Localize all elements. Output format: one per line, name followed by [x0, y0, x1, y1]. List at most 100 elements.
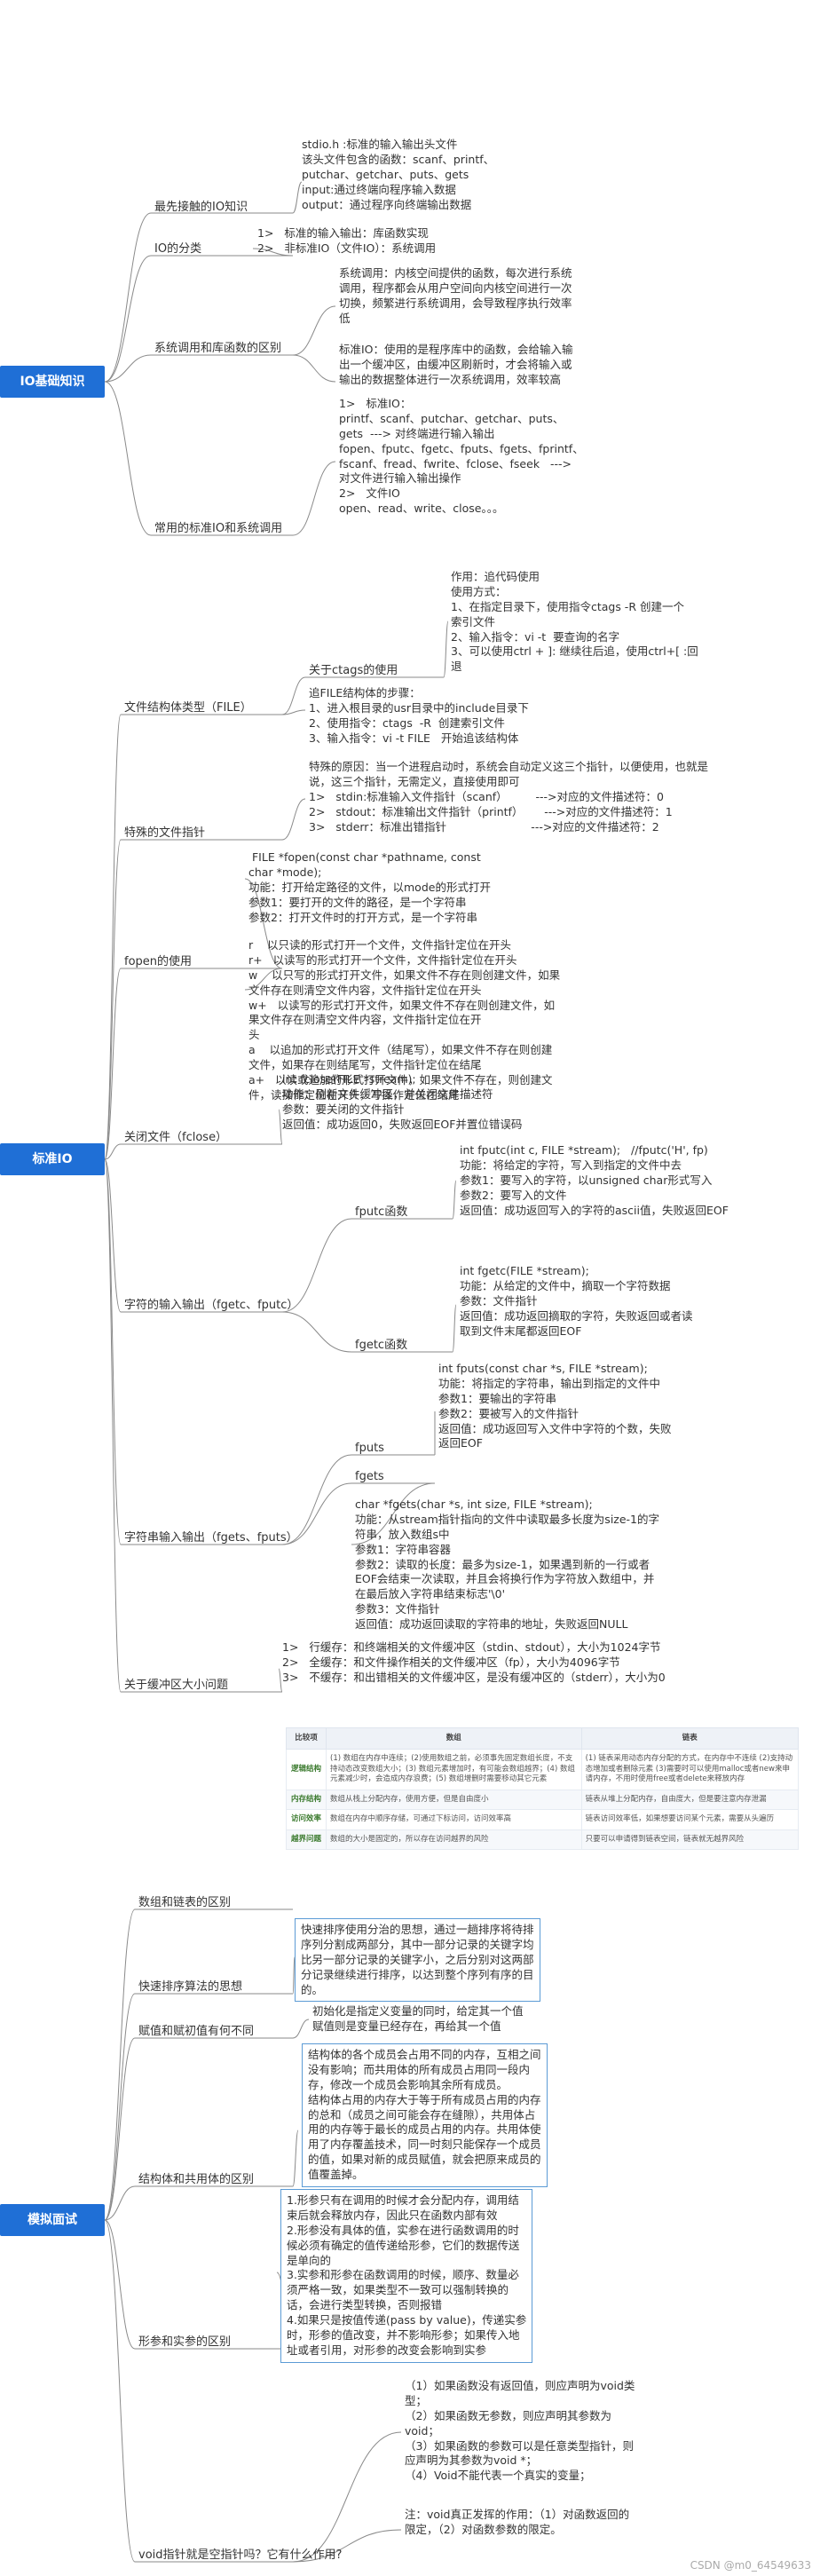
table-header: 比较项: [286, 1727, 327, 1750]
connector-line: [292, 1956, 296, 1995]
connector-line: [292, 354, 336, 383]
leaf-param-vs-arg: 1.形参只有在调用的时候才会分配内存，调用结 束后就会释放内存，因此只在函数内部…: [280, 2189, 533, 2363]
connector-line: [281, 676, 306, 715]
connector-line: [452, 1180, 457, 1220]
leaf-fclose: int fclose(FILE *stream); 功能：刷新文件缓冲区，并关闭…: [282, 1072, 523, 1131]
leaf-fputc: int fputc(int c, FILE *stream); //fputc(…: [460, 1143, 729, 1217]
connector-line: [278, 1668, 283, 1693]
connector-line: [452, 1304, 457, 1353]
branch-void-pointer[interactable]: void指针就是空指针吗？它有什么作用?: [138, 2548, 343, 2562]
connector-line: [281, 1311, 352, 1353]
leaf-fputs: int fputs(const char *s, FILE *stream); …: [438, 1362, 672, 1450]
branch-fgetc-fputc[interactable]: 字符的输入输出（fgetc、fputc）: [124, 1299, 299, 1312]
root-io-basics[interactable]: IO基础知识: [0, 366, 105, 398]
leaf-stdio: 标准IO：使用的是程序库中的函数，会给输入输 出一个缓冲区，由缓冲区刷新时，才会…: [339, 343, 573, 386]
connector-line: [104, 2219, 136, 2563]
leaf-ctags: 作用：追代码使用 使用方式： 1、在指定目录下，使用指令ctags -R 创建一…: [451, 570, 698, 674]
leaf-assign-vs-init: 初始化是指定义变量的同时，给定其一个值 赋值则是变量已经存在，再给其一个值: [312, 2004, 524, 2033]
leaf-fgetc: int fgetc(FILE *stream); 功能：从给定的文件中，摘取一个…: [460, 1264, 693, 1338]
connector-line: [292, 181, 303, 214]
connector-line: [292, 2130, 299, 2187]
table-cell: (1) 链表采用动态内存分配的方式，在内存中不连续 (2)支持动态增加或者删除元…: [580, 1749, 800, 1790]
branch-fopen[interactable]: fopen的使用: [124, 955, 193, 968]
branch-assign-vs-init[interactable]: 赋值和赋初值有何不同: [138, 2025, 255, 2038]
branch-fgets-fputs[interactable]: 字符串输入输出（fgets、fputs）: [124, 1531, 298, 1545]
table-cell: 越界问题: [286, 1829, 327, 1851]
sub-ctags[interactable]: 关于ctags的使用: [309, 664, 398, 677]
connector-line: [244, 968, 283, 991]
connector-line: [104, 354, 152, 383]
connector-line: [104, 255, 152, 383]
table-row: 内存结构 数组从栈上分配内存，使用方便，但是自由度小 链表从堆上分配内存，自由度…: [286, 1789, 800, 1811]
connector-line: [104, 381, 152, 536]
table-cell: 数组在内存中顺序存储，可通过下标访问，访问效率高: [326, 1809, 582, 1830]
connector-line: [292, 461, 336, 536]
leaf-trace-file: 追FILE结构体的步骤： 1、进入根目录的usr目录中的include目录下 2…: [309, 686, 529, 745]
sub-fputs[interactable]: fputs: [355, 1442, 384, 1455]
connector-line: [292, 2019, 310, 2039]
root-standard-io[interactable]: 标准IO: [0, 1143, 105, 1175]
connector-line: [104, 1993, 136, 2221]
branch-common-io[interactable]: 常用的标准IO和系统调用: [154, 522, 283, 535]
table-row: 逻辑结构 (1) 数组在内存中连续；(2)使用数组之前，必须事先固定数组长度，不…: [286, 1749, 800, 1790]
branch-special-pointers[interactable]: 特殊的文件指针: [124, 826, 206, 840]
sub-fgets[interactable]: fgets: [355, 1470, 384, 1483]
leaf-special-pointers: 特殊的原因：当一个进程启动时，系统会自动定义这三个指针，以便使用，也就是 说，这…: [309, 760, 709, 834]
branch-file-struct[interactable]: 文件结构体类型（FILE）: [124, 701, 252, 715]
connector-line: [281, 1482, 352, 1545]
leaf-fopen-modes: r 以只读的形式打开一个文件，文件指针定位在开头 r+ 以读写的形式打开一个文件…: [248, 938, 561, 1102]
table-cell: (1) 数组在内存中连续；(2)使用数组之前，必须事先固定数组长度，不支持动态改…: [326, 1749, 582, 1790]
connector-line: [281, 1218, 352, 1313]
connector-line: [104, 714, 122, 1160]
connector-line: [104, 1908, 136, 2221]
table-row: 访问效率 数组在内存中顺序存储，可通过下标访问，访问效率高 链表访问效率低，如果…: [286, 1809, 800, 1830]
connector-line: [351, 1482, 436, 1545]
connector-line: [104, 2219, 136, 2350]
connector-line: [244, 878, 283, 969]
leaf-syscall: 系统调用：内核空间提供的函数，每次进行系统 调用，程序都会从用户空间向内核空间进…: [339, 266, 572, 325]
connector-line: [104, 968, 122, 1160]
connector-line: [104, 1158, 122, 1313]
branch-fclose[interactable]: 关闭文件（fclose）: [124, 1131, 228, 1144]
branch-buffer-size[interactable]: 关于缓冲区大小问题: [124, 1679, 229, 1692]
connector-line: [104, 839, 122, 1160]
connector-line: [104, 1158, 122, 1693]
connector-line: [252, 248, 294, 257]
connector-line: [443, 620, 449, 678]
table-header: 链表: [580, 1727, 800, 1750]
branch-syscall-vs-lib[interactable]: 系统调用和库函数的区别: [154, 342, 282, 355]
array-vs-list-table: 比较项 数组 链表 逻辑结构 (1) 数组在内存中连续；(2)使用数组之前，必须…: [286, 1727, 800, 1851]
leaf-fgets: char *fgets(char *s, int size, FILE *str…: [355, 1497, 660, 1631]
branch-array-vs-list[interactable]: 数组和链表的区别: [138, 1896, 232, 1909]
connector-line: [281, 709, 306, 715]
table-cell: 链表访问效率低，如果想要访问某个元素，需要从头遍历: [580, 1809, 800, 1830]
table-cell: 数组从栈上分配内存，使用方便，但是自由度小: [326, 1789, 582, 1811]
leaf-first-io: stdio.h :标准的输入输出头文件 该头文件包含的函数：scanf、prin…: [302, 138, 495, 211]
root-mock-interview[interactable]: 模拟面试: [0, 2204, 105, 2236]
table-cell: 逻辑结构: [286, 1749, 327, 1790]
branch-param-vs-arg[interactable]: 形参和实参的区别: [138, 2335, 232, 2349]
table-header: 数组: [326, 1727, 582, 1750]
branch-first-io[interactable]: 最先接触的IO知识: [154, 201, 248, 214]
leaf-fopen-proto: FILE *fopen(const char *pathname, const …: [248, 850, 491, 924]
connector-line: [281, 1454, 352, 1545]
table-cell: 链表从堆上分配内存，自由度大，但是要注意内存泄漏: [580, 1789, 800, 1811]
branch-quicksort[interactable]: 快速排序算法的思想: [138, 1980, 243, 1994]
leaf-quicksort: 快速排序使用分治的思想，通过一趟排序将待排 序列分割成两部分，其中一部分记录的关…: [295, 1918, 540, 2003]
watermark-text: CSDN @m0_64549633: [690, 2558, 811, 2572]
connector-line: [104, 212, 152, 383]
table-row: 越界问题 数组的大小是固定的，所以存在访问越界的风险 只要可以申请得到链表空间，…: [286, 1829, 800, 1851]
table-cell: 数组的大小是固定的，所以存在访问越界的风险: [326, 1829, 582, 1851]
branch-struct-vs-union[interactable]: 结构体和共用体的区别: [138, 2173, 255, 2186]
sub-fputc[interactable]: fputc函数: [355, 1205, 408, 1219]
connector-line: [281, 798, 306, 841]
leaf-void-note: 注：void真正发挥的作用：（1）对函数返回的 限定，（2）对函数参数的限定。: [405, 2508, 630, 2536]
leaf-void-uses: （1）如果函数没有返回值，则应声明为void类 型； （2）如果函数无参数，则应…: [405, 2379, 635, 2483]
sub-fgetc[interactable]: fgetc函数: [355, 1339, 408, 1352]
connector-line: [292, 2529, 402, 2563]
leaf-io-types: 1> 标准的输入输出：库函数实现 2> 非标准IO（文件IO）：系统调用: [257, 226, 437, 255]
table-cell: 访问效率: [286, 1809, 327, 1830]
branch-io-types[interactable]: IO的分类: [154, 242, 202, 256]
connector-line: [292, 305, 336, 356]
